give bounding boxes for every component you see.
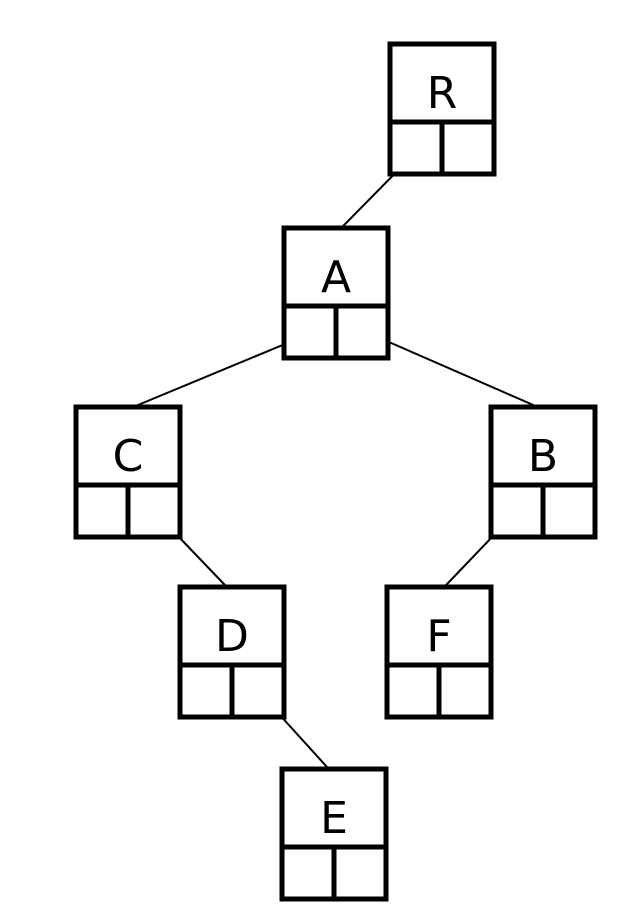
tree-node-f: F (384, 584, 494, 720)
node-label: D (215, 611, 249, 662)
node-label: C (113, 431, 144, 482)
tree-node-r: R (387, 41, 497, 177)
node-label: F (426, 611, 451, 662)
edge-a-b (365, 331, 539, 408)
nodes-layer: R A C B D F E (73, 41, 598, 902)
node-label: A (321, 252, 351, 303)
tree-node-a: A (281, 225, 391, 361)
tree-node-c: C (73, 404, 183, 540)
node-label: B (528, 431, 558, 482)
tree-node-d: D (177, 584, 287, 720)
tree-node-e: E (279, 766, 389, 902)
tree-node-b: B (488, 404, 598, 540)
node-label: E (320, 793, 348, 844)
node-label: R (427, 68, 458, 119)
